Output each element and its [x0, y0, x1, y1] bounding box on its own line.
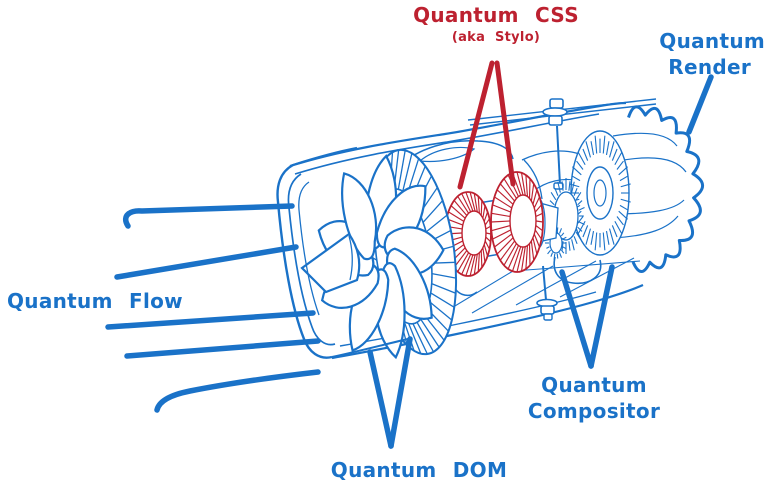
label-quantum-compositor-line1: Quantum [541, 373, 647, 397]
compositor-pointer-right [588, 264, 615, 369]
render-pointer [686, 74, 714, 135]
dom-pointer-right [388, 336, 413, 449]
label-quantum-css: Quantum CSS [413, 3, 579, 27]
label-quantum-render-line2: Render [668, 55, 751, 79]
compositor-pointer-left [559, 269, 594, 369]
label-quantum-flow: Quantum Flow [7, 289, 183, 313]
label-quantum-css-subtitle: (aka Stylo) [451, 30, 541, 45]
intake-fan [300, 154, 447, 364]
exhaust-nozzle [611, 105, 705, 273]
label-quantum-dom: Quantum DOM [330, 458, 508, 482]
top-bolt [542, 98, 568, 190]
css-pointer-left [457, 60, 495, 190]
label-quantum-compositor: Quantum Compositor [504, 372, 684, 424]
bottom-bolt [536, 265, 558, 321]
label-quantum-compositor-line2: Compositor [527, 399, 661, 423]
css-pointer-right [494, 60, 516, 187]
callout-lines [367, 60, 714, 449]
turbine-disks [537, 130, 631, 260]
label-quantum-render-line1: Quantum [659, 29, 765, 53]
dom-pointer-left [367, 349, 394, 449]
spinner-cone [300, 232, 361, 294]
label-quantum-render: Quantum Render [598, 28, 768, 80]
fuel-pipe [553, 256, 602, 285]
compressor-stages [444, 171, 544, 277]
airflow-lines [105, 203, 321, 413]
